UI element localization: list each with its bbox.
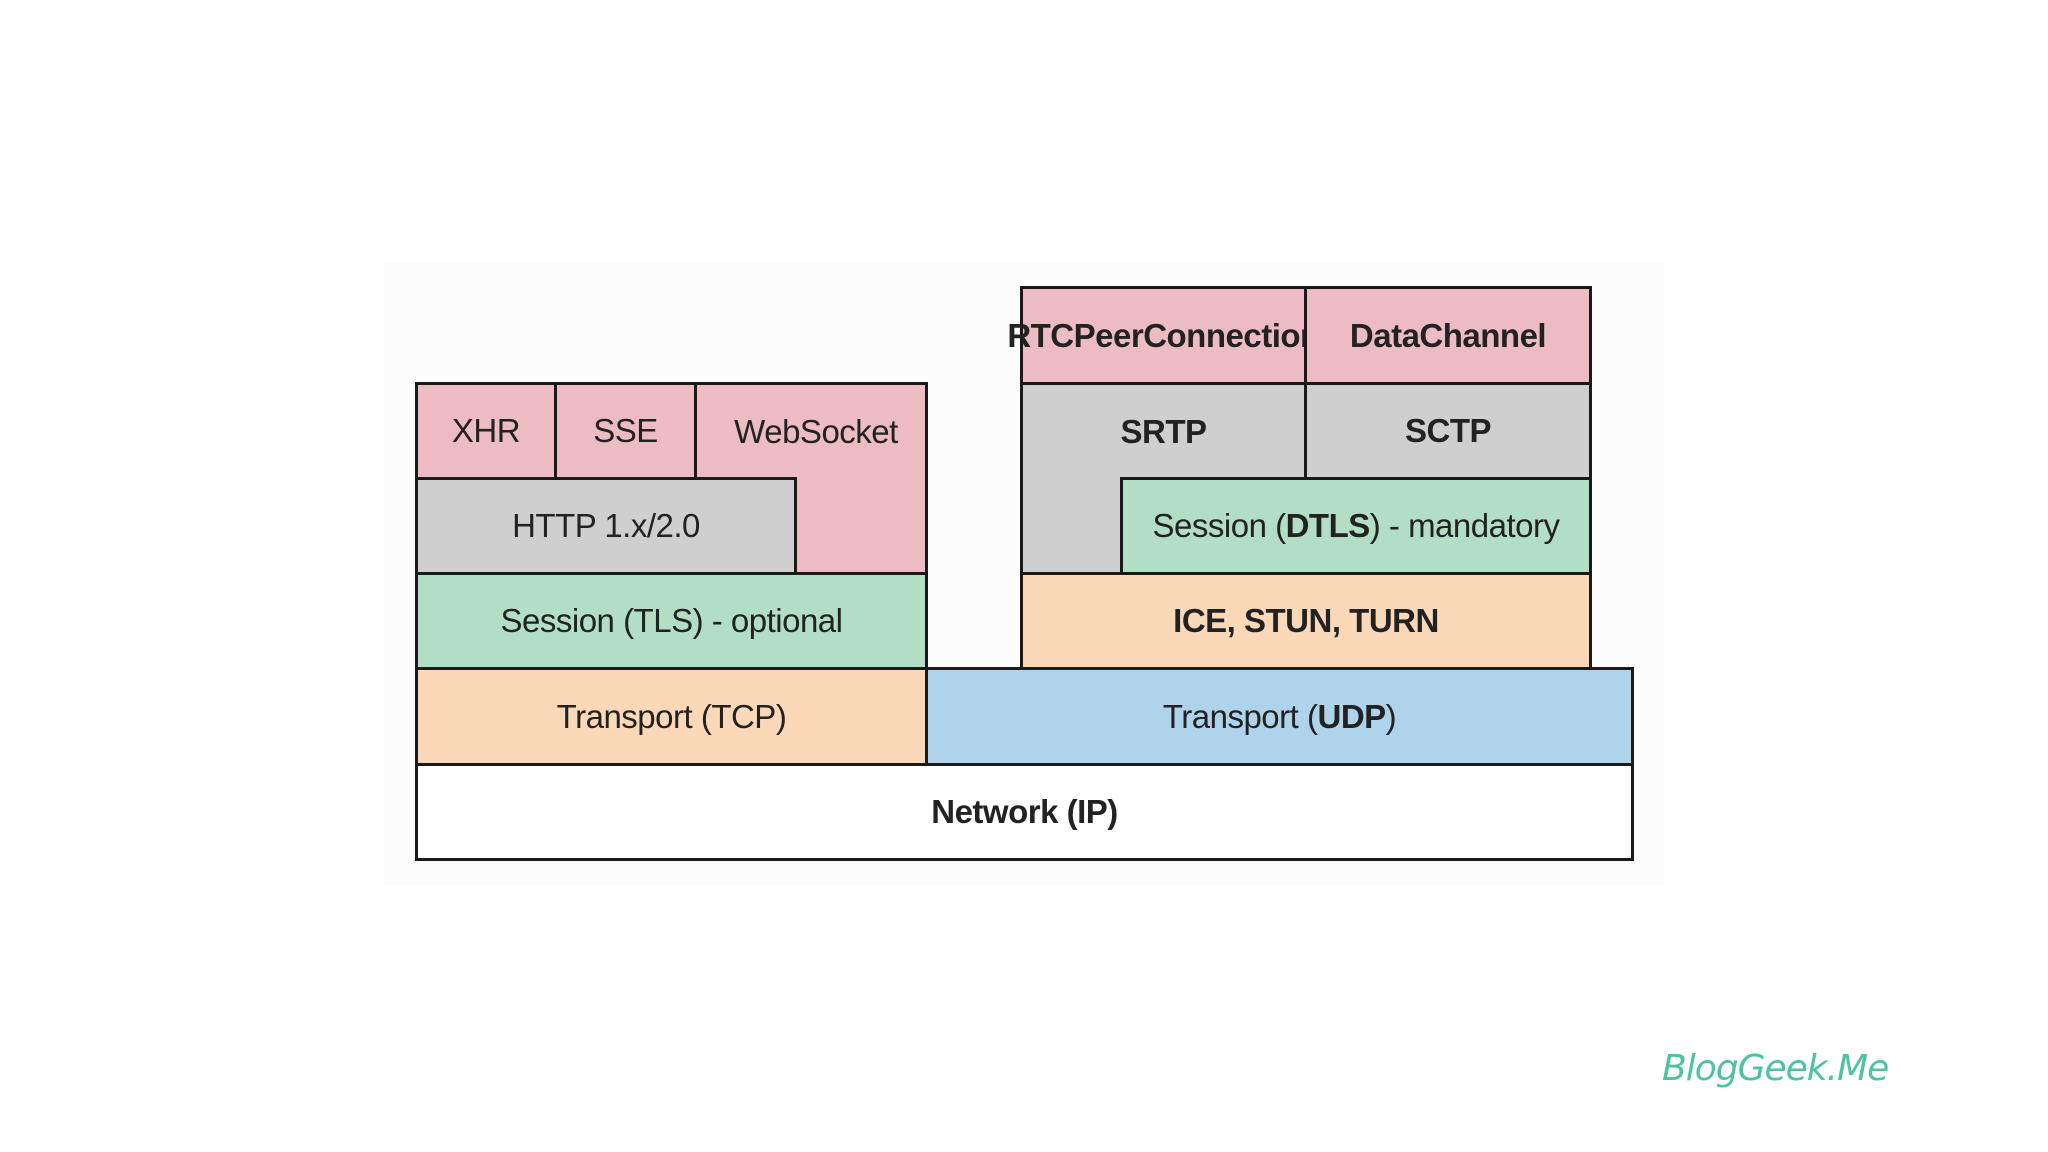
ice-stun-turn-layer: ICE, STUN, TURN [1020, 572, 1592, 670]
network-ip-label: Network (IP) [931, 793, 1118, 830]
sse-layer: SSE [554, 382, 697, 480]
srtp-label: SRTP [1120, 413, 1207, 450]
datachannel-layer: DataChannel [1304, 286, 1592, 385]
session-dtls-label: Session (DTLS) - mandatory [1152, 507, 1560, 544]
sse-label: SSE [593, 412, 658, 449]
transport-udp-label: Transport (UDP) [1162, 697, 1397, 735]
rtcpeerconnection-layer: RTCPeerConnection [1007, 286, 1320, 385]
ice-stun-turn-label: ICE, STUN, TURN [1173, 602, 1439, 639]
transport-udp-layer: Transport (UDP) [925, 667, 1634, 766]
sctp-label: SCTP [1404, 412, 1492, 449]
session-tls-label: Session (TLS) - optional [500, 602, 844, 639]
rtcpeerconnection-label: RTCPeerConnection [1007, 316, 1320, 354]
network-ip-layer: Network (IP) [415, 763, 1634, 861]
transport-tcp-layer: Transport (TCP) [415, 667, 928, 766]
http-layer: HTTP 1.x/2.0 [415, 477, 797, 575]
bloggeek-logo: BlogGeek.Me [1662, 1048, 1888, 1089]
xhr-layer: XHR [415, 382, 557, 480]
sctp-layer: SCTP [1304, 382, 1592, 480]
datachannel-label: DataChannel [1349, 316, 1547, 354]
websocket-label: WebSocket [734, 413, 898, 450]
http-label: HTTP 1.x/2.0 [512, 507, 700, 544]
session-dtls-layer: Session (DTLS) - mandatory [1120, 477, 1592, 575]
transport-tcp-label: Transport (TCP) [556, 697, 787, 735]
session-tls-layer: Session (TLS) - optional [415, 572, 928, 670]
xhr-label: XHR [451, 412, 521, 449]
svg-text:BlogGeek.Me: BlogGeek.Me [1662, 1048, 1888, 1089]
